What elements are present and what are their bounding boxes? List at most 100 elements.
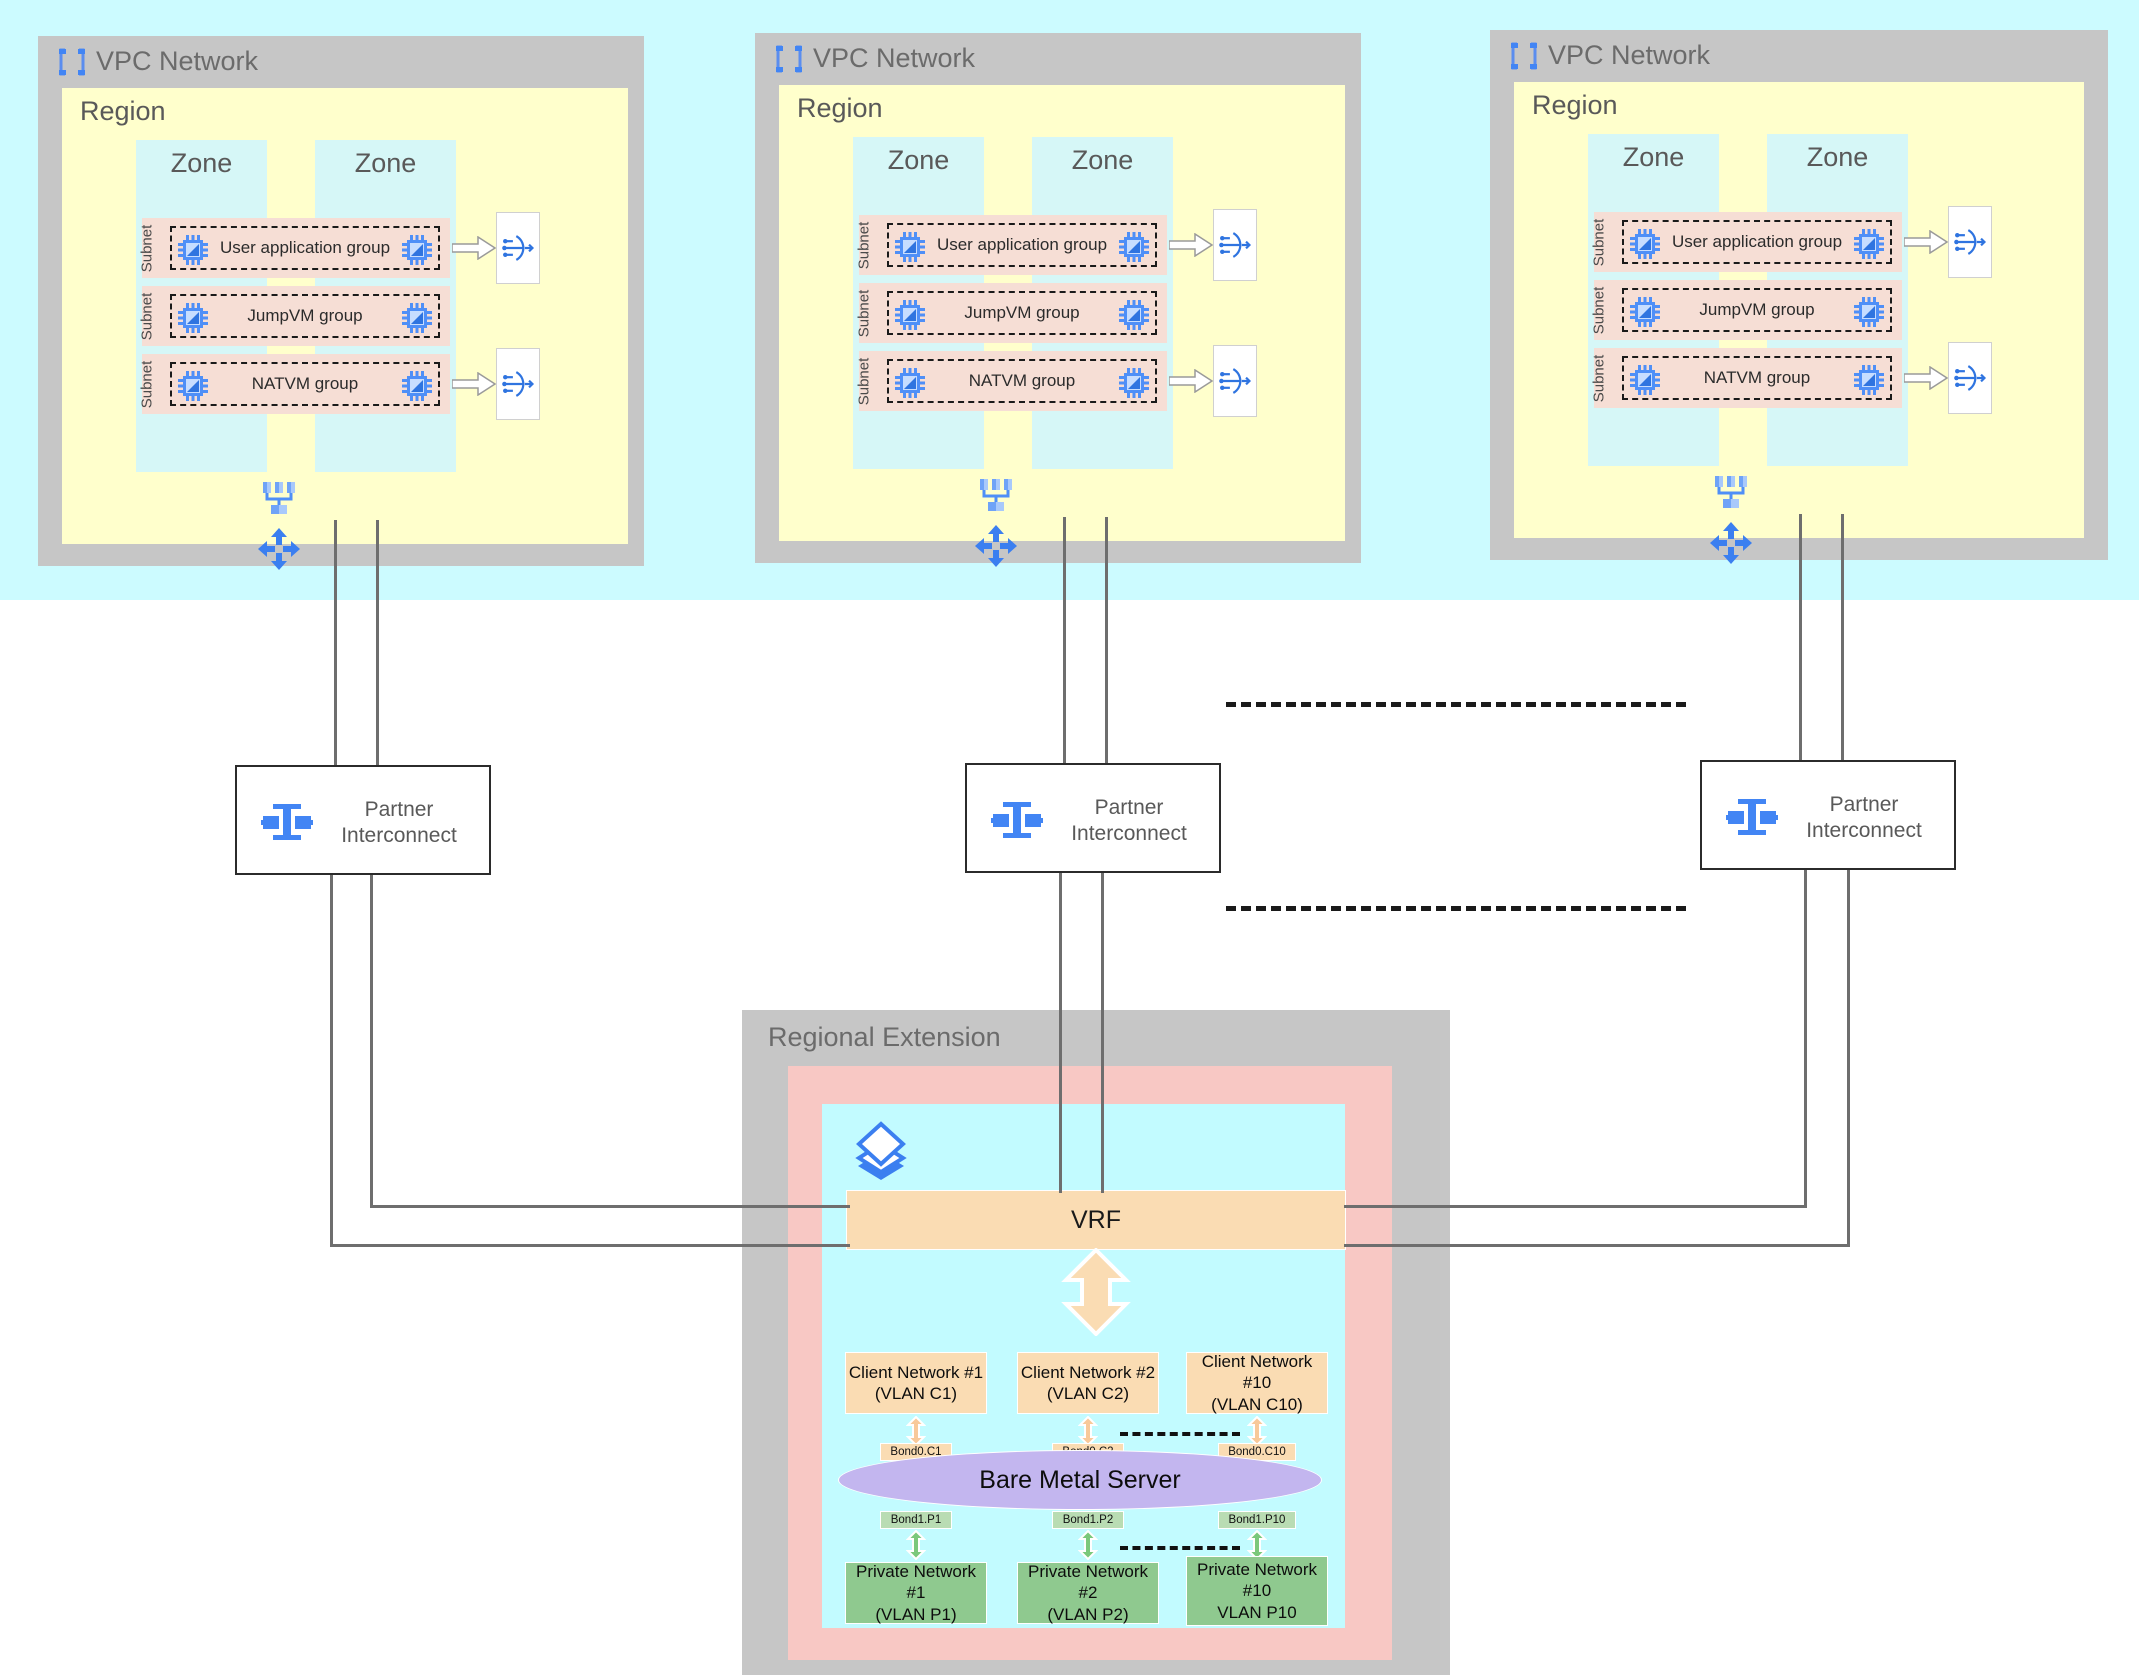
- instance-group-label: NATVM group: [968, 371, 1076, 390]
- instance-group-label: JumpVM group: [964, 303, 1080, 322]
- zone-title-1: Zone: [887, 145, 950, 175]
- ellipsis-dashes-bottom: [1226, 906, 1686, 911]
- bare-metal-server[interactable]: Bare Metal Server: [838, 1450, 1322, 1510]
- connector-vpc2-left: [1063, 517, 1066, 765]
- bare-metal-server-label: Bare Metal Server: [979, 1465, 1181, 1494]
- vm-chip-icon: [1854, 297, 1884, 327]
- instance-group-label: User application group: [936, 235, 1108, 254]
- client-network-line2: (VLAN C2): [1046, 1384, 1130, 1403]
- instance-group-user-application: User application group: [1622, 220, 1892, 264]
- private-network-line2: (VLAN P1): [875, 1604, 957, 1624]
- vm-chip-icon: [1854, 229, 1884, 259]
- client-network-1[interactable]: Client Network #1 (VLAN C1): [845, 1352, 987, 1414]
- client-network-line2: (VLAN C1): [874, 1384, 958, 1403]
- client-network-line1: Client Network #10: [1201, 1352, 1313, 1393]
- private-network-1[interactable]: Private Network #1 (VLAN P1): [845, 1562, 987, 1624]
- pi-label-line2: Interconnect: [341, 824, 457, 848]
- subnet-side-label: Subnet: [138, 292, 156, 340]
- region-title: Region: [797, 93, 883, 123]
- routes-hierarchy-icon: [977, 479, 1015, 513]
- connector-vpc3-right: [1841, 514, 1844, 765]
- private-network-10[interactable]: Private Network #10 VLAN P10: [1186, 1556, 1328, 1626]
- subnet-side-label: Subnet: [138, 224, 156, 272]
- client-network-line2: (VLAN C10): [1211, 1394, 1303, 1414]
- vm-chip-icon: [178, 303, 208, 333]
- subnet-row-2: Subnet JumpVM group: [138, 286, 450, 346]
- egress-arrow-1: [1169, 233, 1213, 257]
- vpc-network-icon: [773, 43, 805, 75]
- private-network-label: Private Network #2 (VLAN P2): [1018, 1561, 1158, 1625]
- connector-vpc1-right: [376, 520, 379, 765]
- bond-tag-p2: Bond1.P2: [1052, 1511, 1124, 1529]
- vrf-connector-left-1-horiz: [370, 1205, 850, 1208]
- vpc-network-title: VPC Network: [1548, 40, 1711, 70]
- zone-title-1: Zone: [1622, 142, 1685, 172]
- vpc-block-2: VPC Network Region Zone Zone Subnet User…: [755, 33, 1361, 567]
- partner-interconnect-label: Partner Interconnect: [1784, 792, 1944, 845]
- partner-interconnect-1[interactable]: Partner Interconnect: [235, 765, 491, 875]
- partner-interconnect-2[interactable]: Partner Interconnect: [965, 763, 1221, 873]
- vpc-network-icon: [56, 46, 88, 78]
- vpc-network-title: VPC Network: [96, 46, 259, 76]
- cloud-nat-2[interactable]: [496, 348, 540, 420]
- instance-group-label: NATVM group: [251, 374, 359, 393]
- partner-interconnect-label: Partner Interconnect: [319, 797, 479, 850]
- region-title: Region: [80, 96, 166, 126]
- interconnect-icon: [1726, 795, 1778, 839]
- instance-group-label: User application group: [1671, 232, 1843, 251]
- cloud-nat-2[interactable]: [1948, 342, 1992, 414]
- subnet-row-3: Subnet NATVM group: [1591, 348, 1902, 408]
- partner-interconnect-label: Partner Interconnect: [1049, 795, 1209, 848]
- connector-vpc3-left: [1799, 514, 1802, 765]
- vpc-network-icon: [1508, 40, 1540, 72]
- vrf-box[interactable]: VRF: [846, 1190, 1346, 1250]
- pi-label-line1: Partner: [1094, 796, 1164, 819]
- client-network-label: Client Network #1 (VLAN C1): [849, 1362, 983, 1405]
- private-network-2[interactable]: Private Network #2 (VLAN P2): [1017, 1562, 1159, 1624]
- private-bond-arrow-2: [1077, 1529, 1099, 1561]
- client-bond-arrow-2: [1077, 1415, 1099, 1447]
- pi-label-line1: Partner: [364, 798, 434, 821]
- egress-arrow-1: [452, 236, 496, 260]
- region-box: Region Zone Zone Subnet User application…: [779, 85, 1345, 567]
- subnet-row-1: Subnet User application group: [1591, 212, 1902, 272]
- client-bond-arrow-1: [905, 1415, 927, 1447]
- cloud-nat-1[interactable]: [1213, 209, 1257, 281]
- interconnect-icon: [991, 798, 1043, 842]
- vm-chip-icon: [1119, 300, 1149, 330]
- cloud-router-icon: [1710, 522, 1752, 564]
- subnet-side-label: Subnet: [138, 360, 156, 408]
- cloud-nat-1[interactable]: [1948, 206, 1992, 278]
- egress-arrow-2: [1169, 369, 1213, 393]
- client-network-2[interactable]: Client Network #2 (VLAN C2): [1017, 1352, 1159, 1414]
- vm-chip-icon: [178, 235, 208, 265]
- zone-title-1: Zone: [170, 148, 233, 178]
- vrf-connector-left-2-horiz: [330, 1244, 850, 1247]
- instance-group-natvm: NATVM group: [170, 362, 440, 406]
- private-network-line2: #10: [1242, 1581, 1272, 1601]
- vm-chip-icon: [402, 371, 432, 401]
- cloud-nat-2[interactable]: [1213, 345, 1257, 417]
- client-network-label: Client Network #2 (VLAN C2): [1021, 1362, 1155, 1405]
- instance-group-label: JumpVM group: [1699, 300, 1815, 319]
- egress-arrow-2: [1904, 366, 1948, 390]
- vm-chip-icon: [895, 300, 925, 330]
- region-box: Region Zone Zone Subnet User application…: [1514, 82, 2084, 564]
- vrf-bidirectional-arrow: [1060, 1247, 1132, 1337]
- private-network-line1: Private Network #1: [856, 1562, 976, 1603]
- subnet-side-label: Subnet: [855, 221, 873, 269]
- private-network-line1: Private Network: [1197, 1560, 1317, 1580]
- cloud-nat-1[interactable]: [496, 212, 540, 284]
- vm-chip-icon: [1119, 368, 1149, 398]
- routes-hierarchy-icon: [260, 482, 298, 516]
- vm-chip-icon: [1630, 297, 1660, 327]
- vrf-connector-right-2-horiz: [1344, 1244, 1850, 1247]
- subnet-row-1: Subnet User application group: [855, 215, 1167, 275]
- vm-chip-icon: [1854, 365, 1884, 395]
- client-network-10[interactable]: Client Network #10 (VLAN C10): [1186, 1352, 1328, 1414]
- private-network-label: Private Network #10 VLAN P10: [1197, 1559, 1317, 1623]
- partner-interconnect-3[interactable]: Partner Interconnect: [1700, 760, 1956, 870]
- vrf-connector-mid-2: [1101, 873, 1104, 1193]
- instance-group-natvm: NATVM group: [887, 359, 1157, 403]
- regional-extension-title: Regional Extension: [768, 1022, 1001, 1052]
